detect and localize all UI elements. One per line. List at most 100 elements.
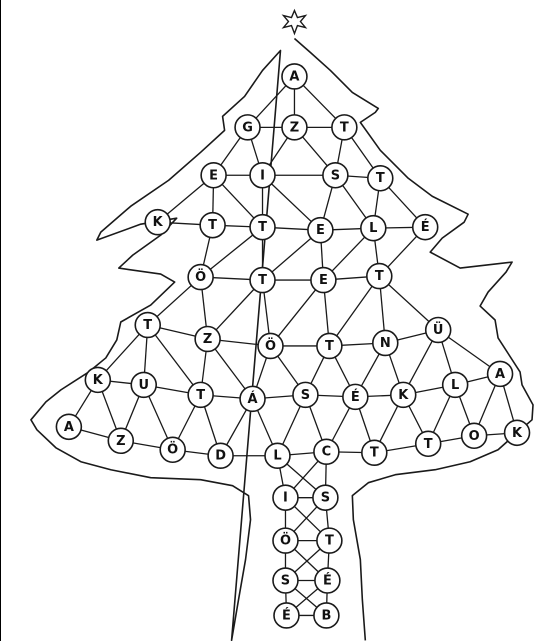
letter-label: I <box>260 168 265 183</box>
letter-label: Z <box>203 332 212 347</box>
letter-node[interactable]: T <box>317 333 342 358</box>
letter-label: U <box>138 378 149 393</box>
letter-node[interactable]: K <box>85 367 110 392</box>
letter-node[interactable]: A <box>488 361 513 386</box>
letter-label: E <box>316 223 325 238</box>
letter-node[interactable]: T <box>368 166 393 191</box>
letter-label: Ü <box>433 322 444 338</box>
letter-node[interactable]: S <box>323 163 348 188</box>
letter-label: Z <box>290 120 299 135</box>
letter-node[interactable]: É <box>413 215 438 240</box>
letter-label: K <box>93 373 104 388</box>
letter-node[interactable]: A <box>56 414 81 439</box>
letter-node[interactable]: Ö <box>188 265 213 290</box>
letter-node[interactable]: I <box>273 485 298 510</box>
letter-node[interactable]: U <box>131 372 156 397</box>
letter-node[interactable]: D <box>208 443 233 468</box>
letter-label: S <box>281 574 290 589</box>
letter-label: A <box>289 69 299 84</box>
letter-label: É <box>351 389 360 405</box>
letter-label: T <box>340 120 349 135</box>
letter-label: É <box>282 607 291 623</box>
letter-label: T <box>258 273 267 288</box>
letter-node[interactable]: T <box>250 268 275 293</box>
letter-label: Ö <box>167 442 178 458</box>
letter-node[interactable]: C <box>314 439 339 464</box>
letter-node[interactable]: T <box>362 440 387 465</box>
letter-label: S <box>331 168 340 183</box>
letter-label: É <box>323 573 332 589</box>
letter-node[interactable]: B <box>314 603 339 628</box>
letter-label: T <box>375 269 384 284</box>
letter-node[interactable]: É <box>343 384 368 409</box>
letter-node[interactable]: K <box>145 210 170 235</box>
letter-label: T <box>424 437 433 452</box>
letter-label: K <box>398 388 409 403</box>
letter-node[interactable]: I <box>250 163 275 188</box>
letter-label: Ö <box>195 269 206 285</box>
letter-node[interactable]: S <box>313 485 338 510</box>
letter-label: T <box>325 534 334 549</box>
letter-label: T <box>376 171 385 186</box>
letter-node[interactable]: T <box>200 213 225 238</box>
letter-label: K <box>512 426 523 441</box>
letter-label: T <box>143 318 152 333</box>
letter-node[interactable]: E <box>311 268 336 293</box>
letter-node[interactable]: N <box>373 330 398 355</box>
letter-node[interactable]: Z <box>282 115 307 140</box>
letter-label: T <box>258 220 267 235</box>
letter-node[interactable]: L <box>443 372 468 397</box>
letter-node[interactable]: É <box>274 603 299 628</box>
letter-label: E <box>209 168 218 183</box>
letter-label: É <box>421 219 430 235</box>
letter-label: Ö <box>265 338 276 354</box>
letter-node[interactable]: T <box>135 313 160 338</box>
letter-node[interactable]: T <box>416 431 441 456</box>
letter-label: T <box>208 218 217 233</box>
letter-node[interactable]: Ö <box>273 528 298 553</box>
letter-label: O <box>469 429 480 444</box>
letter-node[interactable]: Ö <box>160 437 185 462</box>
letter-node[interactable]: Ü <box>426 318 451 343</box>
star-icon <box>283 11 305 34</box>
letter-label: L <box>273 449 281 464</box>
letter-node[interactable]: T <box>332 115 357 140</box>
letter-label: S <box>321 491 330 506</box>
letter-node[interactable]: A <box>282 64 307 89</box>
letter-label: A <box>495 367 505 382</box>
letter-label: Z <box>116 434 125 449</box>
letter-label: D <box>215 449 226 464</box>
letter-node[interactable]: Z <box>195 326 220 351</box>
letter-label: T <box>325 339 334 354</box>
letter-node[interactable]: S <box>293 382 318 407</box>
letter-node[interactable]: G <box>235 115 260 140</box>
letter-label: I <box>283 491 288 506</box>
letter-node[interactable]: T <box>250 215 275 240</box>
letter-node[interactable]: E <box>201 163 226 188</box>
letter-label: A <box>64 420 74 435</box>
letter-label: L <box>369 221 377 236</box>
letter-node[interactable]: K <box>391 382 416 407</box>
letter-label: K <box>153 215 164 230</box>
letter-node[interactable]: S <box>273 568 298 593</box>
letter-label: Á <box>248 391 258 407</box>
letter-label: C <box>322 445 332 460</box>
letter-node[interactable]: O <box>462 423 487 448</box>
letter-label: T <box>196 388 205 403</box>
letter-label: Ö <box>280 533 291 549</box>
letter-label: T <box>370 446 379 461</box>
letter-label: S <box>301 388 310 403</box>
letter-label: B <box>321 608 331 623</box>
letter-node[interactable]: L <box>361 216 386 241</box>
letter-node[interactable]: T <box>367 264 392 289</box>
letter-node[interactable]: T <box>317 528 342 553</box>
letter-node[interactable]: K <box>505 420 530 445</box>
letter-node[interactable]: Z <box>108 428 133 453</box>
letter-node[interactable]: Á <box>240 386 265 411</box>
letter-node[interactable]: E <box>308 218 333 243</box>
letter-node[interactable]: T <box>188 382 213 407</box>
letter-node[interactable]: Ö <box>258 333 283 358</box>
letter-node[interactable]: É <box>315 568 340 593</box>
letter-node[interactable]: L <box>265 443 290 468</box>
